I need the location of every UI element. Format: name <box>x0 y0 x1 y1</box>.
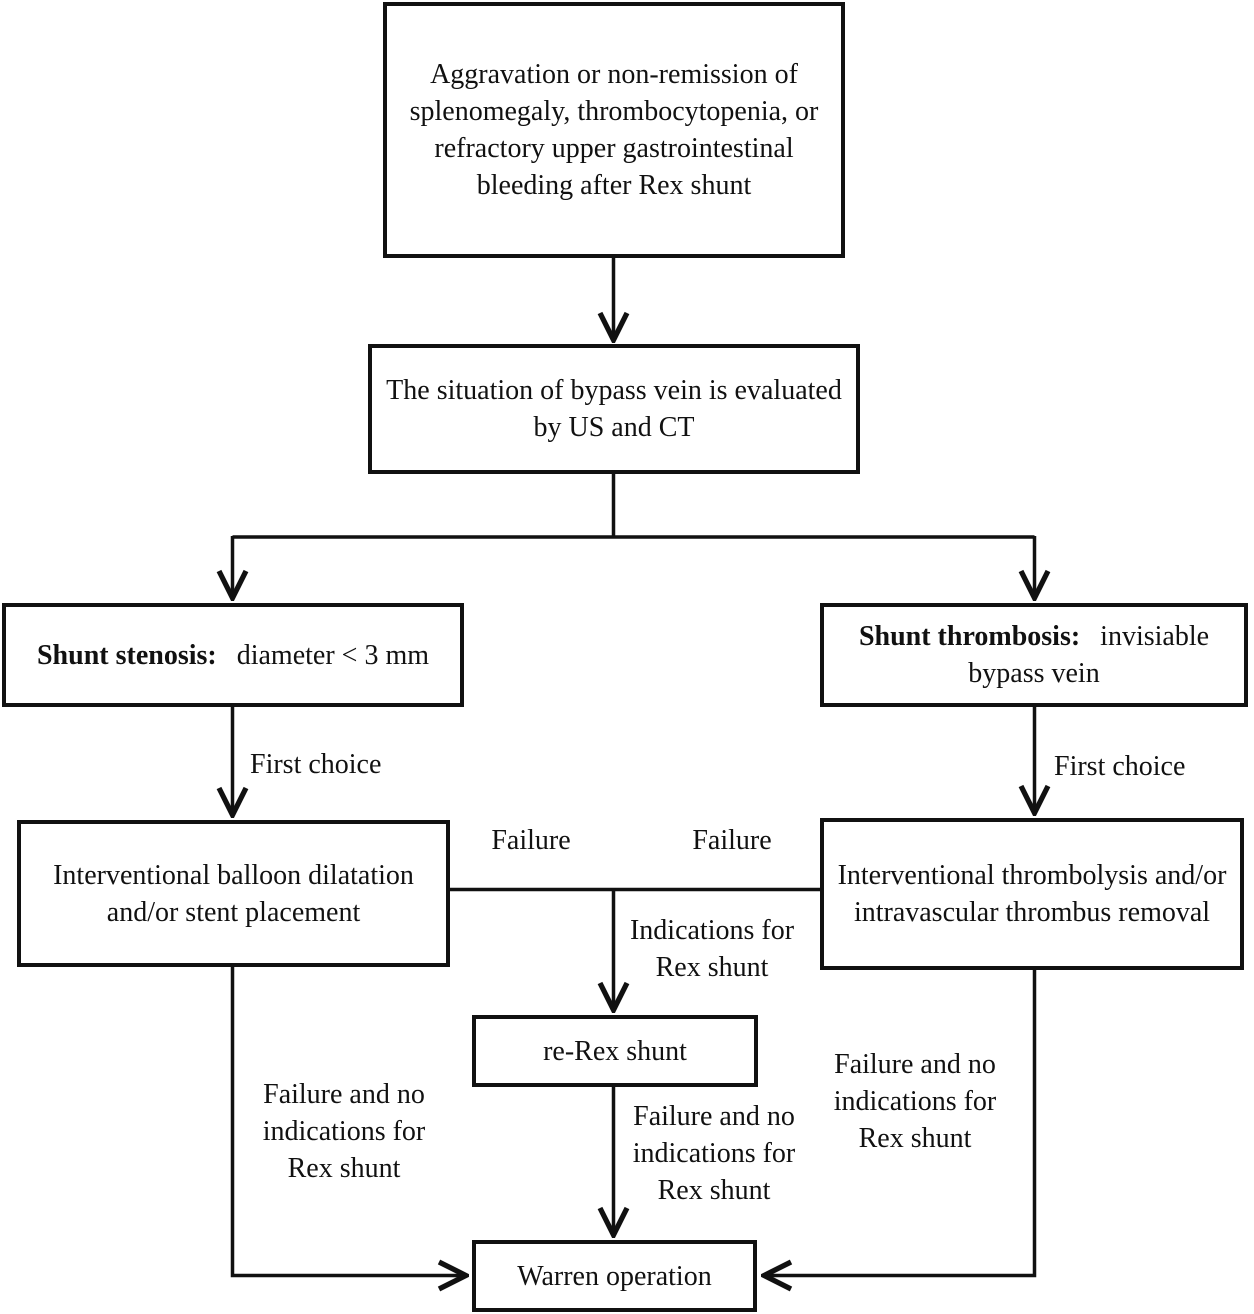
edge-label-failure-right: Failure <box>692 825 772 856</box>
node-re-rex-shunt-label: re-Rex shunt <box>543 1035 687 1067</box>
node-re-rex-shunt: re-Rex shunt <box>472 1015 758 1087</box>
edge-label-failure-no-indications-center: Failure and no indications for Rex shunt <box>632 1101 796 1206</box>
node-start-label: Aggravation or non-remission of splenome… <box>409 59 819 201</box>
edge-label-failure-left: Failure <box>491 825 571 856</box>
node-warren-operation-label: Warren operation <box>517 1260 712 1292</box>
shunt-stenosis-title: Shunt stenosis: <box>36 639 217 671</box>
node-evaluation: The situation of bypass vein is evaluate… <box>368 344 860 474</box>
node-balloon-dilatation: Interventional balloon dilatation and/or… <box>17 820 450 967</box>
edge-label-failure-no-indications-left: Failure and no indications for Rex shunt <box>262 1079 426 1184</box>
node-shunt-thrombosis: Shunt thrombosis:invisiable bypass vein <box>820 603 1248 707</box>
node-thrombolysis: Interventional thrombolysis and/or intra… <box>820 818 1244 970</box>
node-shunt-stenosis-label: Shunt stenosis: diameter < 3 mm <box>37 637 429 674</box>
node-evaluation-label: The situation of bypass vein is evaluate… <box>386 375 842 443</box>
node-start: Aggravation or non-remission of splenome… <box>383 2 845 258</box>
node-balloon-dilatation-label: Interventional balloon dilatation and/or… <box>53 859 414 928</box>
node-warren-operation: Warren operation <box>472 1240 757 1312</box>
edge-label-indications-for-rex-shunt: Indications for Rex shunt <box>629 915 795 983</box>
shunt-thrombosis-detail: invisiable bypass vein <box>968 621 1210 689</box>
node-thrombolysis-label: Interventional thrombolysis and/or intra… <box>837 860 1227 928</box>
edge-label-first-choice-left: First choice <box>250 749 382 780</box>
edge-label-first-choice-right: First choice <box>1054 751 1186 782</box>
shunt-stenosis-detail: diameter < 3 mm <box>236 639 430 671</box>
shunt-thrombosis-title: Shunt thrombosis: <box>858 621 1081 652</box>
edge-label-failure-no-indications-right: Failure and no indications for Rex shunt <box>833 1049 997 1154</box>
node-shunt-thrombosis-label: Shunt thrombosis:invisiable bypass vein <box>830 618 1238 692</box>
node-shunt-stenosis: Shunt stenosis: diameter < 3 mm <box>2 603 464 707</box>
edge-evaluation-split <box>232 474 1035 539</box>
